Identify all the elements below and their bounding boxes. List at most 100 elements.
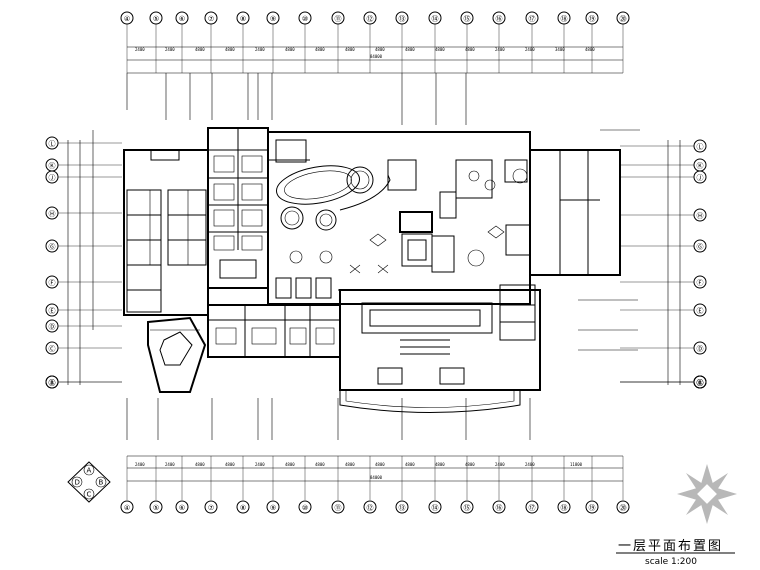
- grid-col-bubble-top: ④: [120, 11, 134, 25]
- compass-letter-c: C: [87, 491, 92, 499]
- grid-bubble-label: ⑫: [367, 15, 374, 23]
- grid-bubble-label: ⑥: [179, 15, 185, 23]
- grid-bubble-circle: [298, 500, 312, 514]
- grid-bubble-label: Ⓕ: [49, 279, 56, 287]
- grid-bubble-label: ⑨: [270, 15, 276, 23]
- grid-bubble-label: Ⓓ: [49, 323, 56, 331]
- grid-col-bubble-bottom: ⑲: [585, 500, 599, 514]
- grid-bubble-circle: [557, 500, 571, 514]
- grid-bubble-circle: [120, 500, 134, 514]
- building-walls: [123, 127, 621, 413]
- grid-row-bubble-left: Ⓐ: [45, 375, 59, 389]
- svg-text:4800: 4800: [225, 462, 235, 467]
- grid-bubble-circle: [149, 500, 163, 514]
- svg-text:2400: 2400: [525, 462, 535, 467]
- grid-bubble-label: Ⓛ: [697, 143, 704, 151]
- grid-bubble-label: ⑮: [464, 504, 471, 512]
- title-block: 一层平面布置图 scale 1:200: [616, 539, 735, 567]
- svg-text:11800: 11800: [570, 462, 583, 467]
- svg-text:2400: 2400: [495, 462, 505, 467]
- grid-row-bubble-left: Ⓓ: [45, 319, 59, 333]
- grid-col-bubble-bottom: ⑮: [460, 500, 474, 514]
- grid-bubble-circle: [616, 11, 630, 25]
- grid-col-bubble-top: ⑮: [460, 11, 474, 25]
- grid-col-bubble-top: ⑬: [395, 11, 409, 25]
- grid-bubble-circle: [585, 500, 599, 514]
- grid-bubble-label: Ⓚ: [697, 162, 704, 170]
- grid-col-bubble-top: ⑨: [266, 11, 280, 25]
- svg-text:4800: 4800: [225, 47, 235, 52]
- svg-text:84000: 84000: [370, 54, 383, 59]
- grid-bubble-circle: [492, 11, 506, 25]
- grid-bubble-circle: [363, 500, 377, 514]
- grid-bubble-circle: [395, 11, 409, 25]
- grid-bubble-circle: [428, 11, 442, 25]
- grid-row-bubble-left: Ⓒ: [45, 341, 59, 355]
- grid-bubble-label: ⑨: [270, 504, 276, 512]
- grid-bubble-label: Ⓛ: [49, 140, 56, 148]
- grid-row-bubble-left: Ⓖ: [45, 239, 59, 253]
- grid-bubble-label: ⑬: [399, 504, 406, 512]
- side-dimension-lines: [67, 130, 681, 385]
- grid-row-bubble-left: Ⓛ: [45, 136, 59, 150]
- watermark-logo: [677, 464, 737, 524]
- svg-text:4800: 4800: [345, 47, 355, 52]
- grid-bubble-circle: [266, 500, 280, 514]
- svg-text:4800: 4800: [285, 462, 295, 467]
- grid-bubble-label: ⑰: [529, 15, 536, 23]
- grid-bubble-label: Ⓔ: [49, 307, 56, 315]
- grid-col-bubble-bottom: ⑳: [616, 500, 630, 514]
- svg-text:2400: 2400: [495, 47, 505, 52]
- grid-bubble-circle: [204, 11, 218, 25]
- svg-text:2400: 2400: [525, 47, 535, 52]
- svg-text:4800: 4800: [405, 462, 415, 467]
- grid-col-bubble-bottom: ⑱: [557, 500, 571, 514]
- grid-bubble-circle: [45, 303, 59, 317]
- grid-bubble-label: ⑧: [240, 504, 246, 512]
- svg-text:84000: 84000: [370, 475, 383, 480]
- grid-col-bubble-bottom: ⑨: [266, 500, 280, 514]
- grid-bubble-circle: [525, 11, 539, 25]
- svg-text:2400: 2400: [255, 47, 265, 52]
- grid-bubble-circle: [45, 136, 59, 150]
- grid-bubble-circle: [331, 500, 345, 514]
- grid-bubble-label: Ⓙ: [49, 174, 56, 182]
- grid-bubble-label: Ⓖ: [697, 243, 704, 251]
- grid-bubble-circle: [45, 239, 59, 253]
- compass-rose: A B C D: [67, 461, 111, 503]
- svg-text:2400: 2400: [255, 462, 265, 467]
- svg-text:4800: 4800: [285, 47, 295, 52]
- grid-bubble-label: Ⓒ: [697, 379, 704, 387]
- grid-bubble-circle: [525, 500, 539, 514]
- grid-bubble-circle: [460, 500, 474, 514]
- grid-bubble-label: ⑱: [561, 15, 568, 23]
- grid-bubble-label: Ⓗ: [697, 212, 704, 220]
- grid-row-bubble-right: Ⓛ: [693, 139, 707, 153]
- grid-bubble-circle: [395, 500, 409, 514]
- grid-row-bubble-left: Ⓕ: [45, 275, 59, 289]
- svg-text:4800: 4800: [435, 47, 445, 52]
- compass-letter-a: A: [87, 467, 92, 475]
- grid-col-bubble-bottom: ⑫: [363, 500, 377, 514]
- grid-bubble-circle: [460, 11, 474, 25]
- grid-col-bubble-bottom: ⑭: [428, 500, 442, 514]
- grid-bubble-label: ⑲: [589, 504, 596, 512]
- grid-row-bubble-right: Ⓙ: [693, 170, 707, 184]
- grid-row-bubble-left: Ⓗ: [45, 206, 59, 220]
- grid-bubble-circle: [120, 11, 134, 25]
- grid-col-bubble-top: ⑲: [585, 11, 599, 25]
- grid-row-bubble-left: Ⓙ: [45, 170, 59, 184]
- grid-col-bubble-top: ⑫: [363, 11, 377, 25]
- grid-col-bubble-top: ⑪: [331, 11, 345, 25]
- grid-bubble-label: Ⓓ: [697, 345, 704, 353]
- grid-bubble-circle: [266, 11, 280, 25]
- grid-bubble-label: ⑧: [240, 15, 246, 23]
- grid-bubble-label: ⑲: [589, 15, 596, 23]
- grid-row-bubble-right: Ⓖ: [693, 239, 707, 253]
- grid-col-bubble-bottom: ⑥: [175, 500, 189, 514]
- grid-col-bubble-bottom: ⑬: [395, 500, 409, 514]
